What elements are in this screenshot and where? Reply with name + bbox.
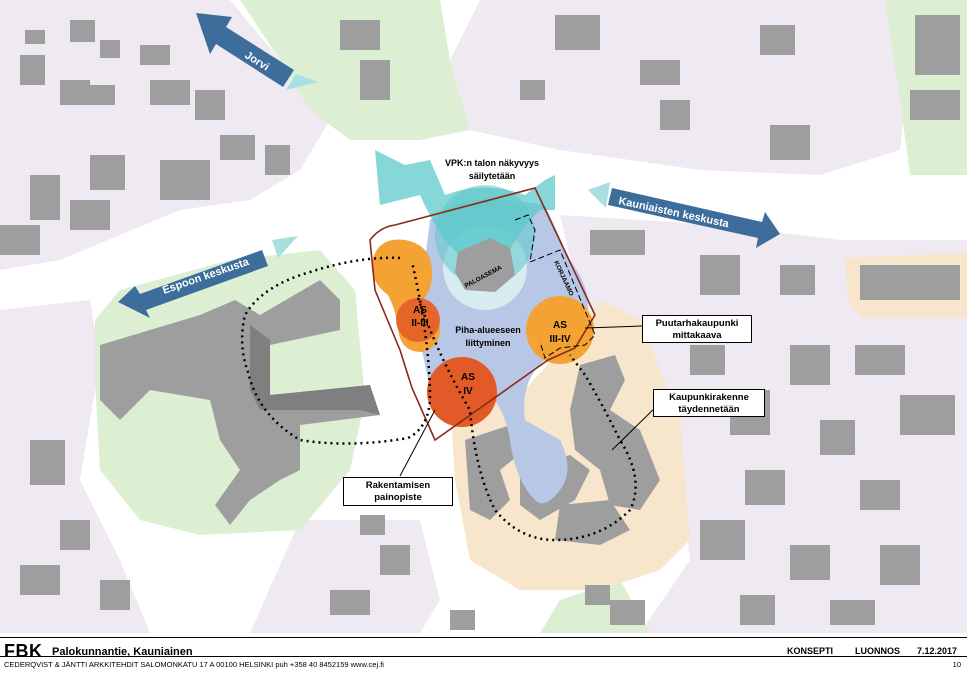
korjaamo-outline — [514, 214, 596, 359]
concept-label: KONSEPTI — [787, 646, 834, 656]
jorvi-arrow-tail — [286, 74, 318, 90]
zone-as-iii-iv[interactable] — [526, 296, 594, 364]
zone-as-iv-label-1: AS — [461, 372, 475, 383]
courtyard-text-2: liittyminen — [465, 338, 510, 348]
page-number: 10 — [952, 660, 961, 669]
site-boundary — [369, 187, 596, 442]
buildings — [0, 15, 960, 630]
project-name: Palokunnantie, Kauniainen — [52, 646, 193, 658]
sightline-text-2: säilytetään — [469, 171, 516, 181]
zone-as-ii-iii-label-1: AS — [413, 305, 427, 316]
development-walking-route — [416, 297, 637, 542]
puutarha-line-2: mittakaava — [672, 330, 722, 341]
rakentaminen-leader — [399, 409, 436, 477]
kauniainen-arrow-tail — [588, 182, 610, 208]
zone-as-iii-iv-label-1: AS — [553, 320, 567, 331]
site-plan-map: Jorvi Espoon keskusta Kauniaisten keskus… — [0, 0, 967, 633]
rakentaminen-annotation: Rakentamisen painopiste — [343, 477, 453, 506]
puutarha-leader — [584, 325, 643, 329]
espoo-arrow-tail — [272, 236, 298, 258]
kaupunkirakenne-leader — [611, 402, 661, 451]
zone-as-iv-label-2: IV — [463, 386, 473, 397]
status-label: LUONNOS — [855, 646, 900, 656]
kauniainen-arrow[interactable] — [608, 188, 780, 248]
paloasema-building — [455, 238, 515, 292]
kaupunkirakenne-annotation: Kaupunkirakenne täydennetään — [653, 389, 765, 417]
kaupunkirakenne-line-1: Kaupunkirakenne — [669, 392, 749, 403]
sightline-text-1: VPK:n talon näkyvyys — [445, 158, 539, 168]
zone-as-ii-iii-label-2: II-III — [411, 318, 428, 329]
zone-as-iii-iv-label-2: III-IV — [549, 334, 570, 345]
espoo-arrow[interactable] — [118, 250, 268, 318]
kaupunkirakenne-line-2: täydennetään — [678, 404, 740, 415]
date-label: 7.12.2017 — [917, 646, 958, 656]
office-info: CEDERQVIST & JÄNTTI ARKKITEHDIT SALOMONK… — [4, 660, 384, 669]
jorvi-arrow[interactable] — [196, 13, 294, 87]
zone-as-iv[interactable] — [427, 357, 497, 427]
school-shadow — [250, 325, 380, 415]
puutarha-line-1: Puutarhakaupunki — [655, 318, 739, 329]
zone-as-ii-iii-core — [396, 298, 440, 342]
credits-bar: CEDERQVIST & JÄNTTI ARKKITEHDIT SALOMONK… — [0, 656, 967, 673]
courtyard-text-1: Piha-alueeseen — [455, 325, 521, 335]
puutarha-annotation: Puutarhakaupunki mittakaava — [642, 315, 752, 343]
development-zone — [450, 300, 690, 590]
rakentaminen-line-2: painopiste — [374, 492, 422, 503]
rakentaminen-line-1: Rakentamisen — [365, 480, 431, 491]
